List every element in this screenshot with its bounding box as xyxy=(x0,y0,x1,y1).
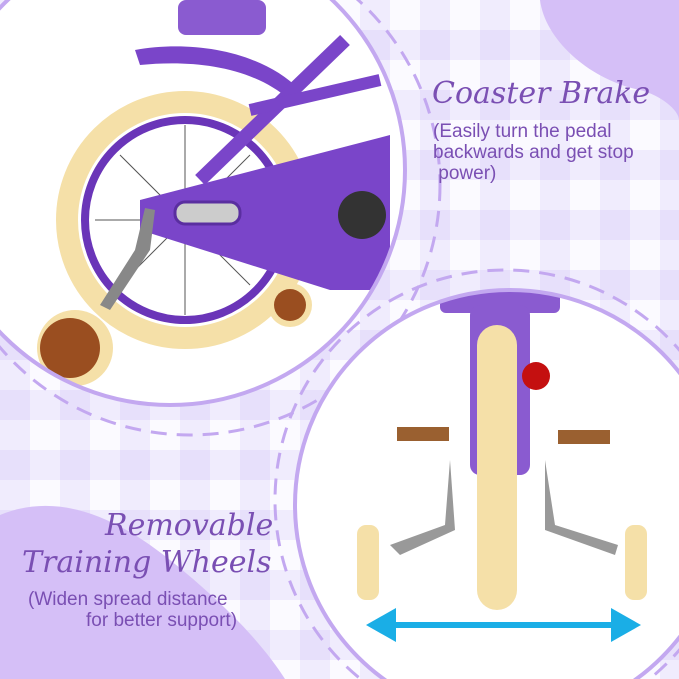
top-right-blob xyxy=(540,0,679,120)
coaster-brake-desc-2: backwards and get stop xyxy=(433,142,634,163)
coaster-brake-title: Coaster Brake xyxy=(432,76,651,111)
training-wheels-title-2: Training Wheels xyxy=(22,545,272,580)
bottom-left-blob xyxy=(0,505,285,679)
coaster-brake-desc-3: power) xyxy=(433,163,497,184)
photo-border-top xyxy=(0,0,407,407)
training-wheels-title-1: Removable xyxy=(105,508,274,543)
coaster-brake-desc-1: (Easily turn the pedal xyxy=(433,121,612,142)
photo-border-bottom xyxy=(293,288,679,679)
width-double-arrow-icon xyxy=(366,608,641,642)
dashed-ring-top xyxy=(0,0,442,437)
training-wheels-desc-1: (Widen spread distance xyxy=(28,589,228,610)
training-wheels-desc-2: for better support) xyxy=(86,610,238,631)
